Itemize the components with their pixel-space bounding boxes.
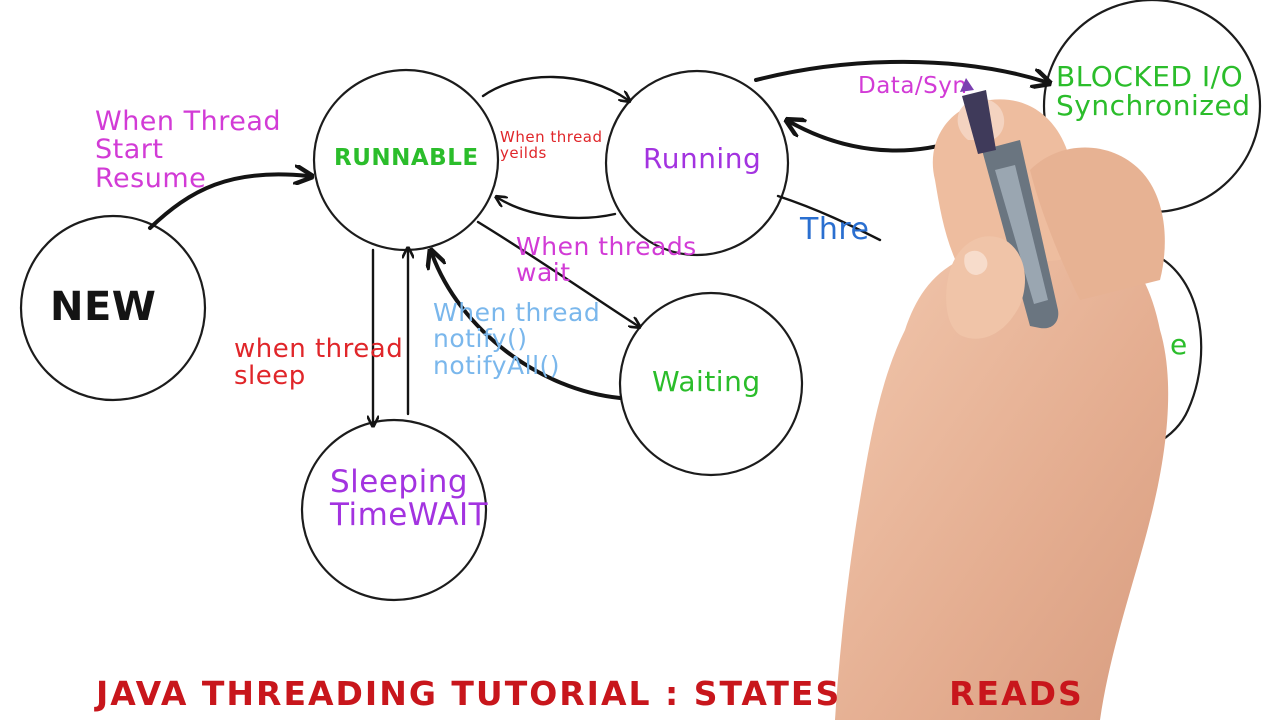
- waiting-state-circle: [618, 291, 804, 477]
- arrow-blocked-to-running: [790, 122, 962, 153]
- new-state-circle: [19, 214, 207, 402]
- arrow-running-to-dead: [776, 194, 882, 242]
- arrow-runnable-to-waiting: [476, 220, 638, 326]
- transition-wait-label: When threads wait: [516, 232, 697, 288]
- new-state-label: NEW: [50, 284, 157, 330]
- runnable-state-label: RUNNABLE: [334, 145, 479, 171]
- arrow-running-to-runnable: [498, 198, 617, 220]
- transition-thread-label-partial: Thre: [800, 212, 870, 247]
- running-state-circle: [604, 69, 790, 257]
- sleeping-state-label: Sleeping TimeWAIT: [330, 464, 489, 533]
- transition-data-sync-label: Data/Syn: [858, 73, 968, 99]
- page-title: JAVA THREADING TUTORIAL : STATES READS: [96, 674, 1084, 713]
- transition-yields-label: When thread yeilds: [500, 128, 603, 162]
- running-state-label: Running: [643, 142, 762, 175]
- arrow-new-to-runnable: [148, 174, 308, 230]
- waiting-state-label: Waiting: [652, 365, 761, 398]
- sleeping-state-circle: [300, 418, 488, 602]
- transition-notify-label: When thread notify() notifyAll(): [433, 298, 601, 380]
- arrow-running-to-blocked: [754, 59, 1046, 82]
- blocked-state-label: BLOCKED I/O Synchronized: [1056, 60, 1251, 123]
- arrow-waiting-to-runnable: [432, 254, 622, 400]
- transition-start-label: When Thread Start Resume: [95, 106, 282, 194]
- dead-state-label-partial: e: [1170, 328, 1188, 361]
- transition-sleep-label: when thread sleep: [234, 334, 404, 392]
- arrow-runnable-to-running: [481, 75, 628, 100]
